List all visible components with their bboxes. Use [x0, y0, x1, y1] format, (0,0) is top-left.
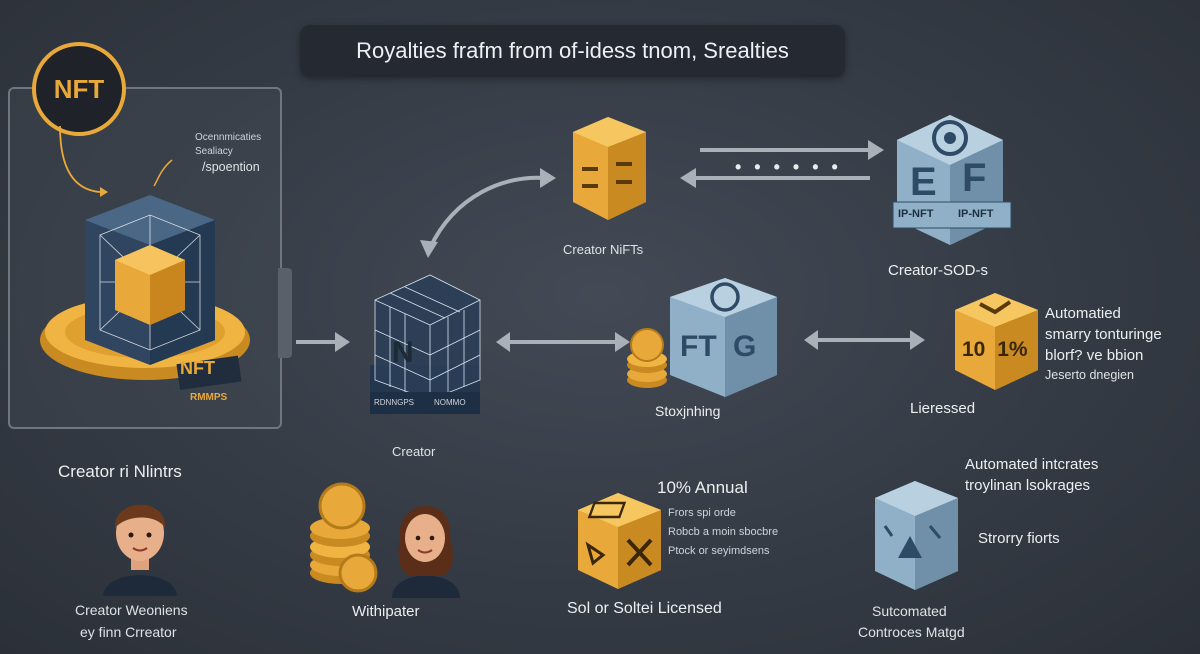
automated-caption-2: Controces Matgd: [858, 624, 965, 640]
base-label-text: RMMPS: [190, 392, 228, 403]
ip-nft-letter-1: E: [910, 160, 937, 204]
annual-caption: Sol or Soltei Licensed: [567, 600, 722, 617]
automated-heading-2: troylinan lsokrages: [965, 477, 1091, 494]
creator-nfts-caption: Creator NiFTs: [563, 242, 644, 257]
licensed-side-1: Automatied: [1045, 305, 1121, 322]
nft-badge-text: NFT: [53, 73, 105, 104]
creator-nfts-cube: [573, 117, 646, 220]
ip-nft-plate-left: IP-NFT: [898, 208, 934, 220]
center-cube-label-left: RDNNGPS: [374, 398, 415, 407]
title-banner: Royalties frafm from of-idess tnom, Srea…: [300, 25, 845, 77]
panel-note-3: /spoention: [202, 160, 260, 174]
center-cube-caption: Creator: [392, 444, 436, 459]
coins-person-caption: Withipater: [352, 603, 420, 620]
licensed-side-2: smarry tonturinge: [1045, 326, 1162, 343]
ip-nft-cube: [892, 115, 1012, 245]
annual-line-1: Frors spi orde: [668, 507, 736, 519]
licensed-caption: Lieressed: [910, 400, 976, 417]
creator-person-heading: Creator ri Nlintrs: [58, 462, 182, 481]
ip-nft-plate-right: IP-NFT: [958, 208, 994, 220]
automated-caption-1: Sutcomated: [872, 603, 947, 619]
automated-cube: [875, 481, 958, 590]
panel-tab: [278, 268, 292, 358]
licensed-side-4: Jeserto dnegien: [1045, 368, 1134, 382]
creator-avatar: [103, 504, 177, 596]
automated-side: Strorry fiorts: [978, 530, 1060, 547]
annual-line-3: Ptock or seyimdsens: [668, 545, 770, 557]
licensed-cube: [955, 293, 1038, 390]
nft-badge: NFT: [32, 42, 126, 136]
annual-line-2: Robcb a moin sbocbre: [668, 526, 779, 538]
center-cube: [370, 274, 481, 414]
nft-cube-illustration: [40, 195, 250, 391]
creator-person-caption-1: Creator Weoniens: [75, 602, 188, 618]
base-plate-text: NFT: [180, 358, 215, 378]
page-title: Royalties frafm from of-idess tnom, Srea…: [356, 38, 789, 63]
dotted-indicator: • • • • • •: [735, 157, 842, 177]
panel-note-1: Ocennmicaties: [195, 132, 262, 143]
annual-heading: 10% Annual: [657, 478, 748, 497]
center-cube-label-right: NOMMO: [434, 398, 466, 407]
licensed-face: 10 1%: [962, 338, 1028, 361]
center-cube-face: N: [392, 336, 414, 369]
badge-connector: [59, 125, 173, 197]
ip-nft-letter-2: F: [962, 156, 987, 200]
licensed-side-3: blorf? ve bbion: [1045, 347, 1144, 364]
panel-note-2: Sealiacy: [195, 146, 233, 157]
staking-face: FT G: [680, 330, 757, 363]
coins-stack: [310, 482, 460, 598]
automated-heading-1: Automated intcrates: [965, 456, 1099, 473]
creator-person-caption-2: ey finn Crreator: [80, 624, 177, 640]
staking-caption: Stoxjnhing: [655, 403, 721, 419]
staking-cube: [627, 278, 777, 397]
ip-nft-caption: Creator-SOD-s: [888, 262, 989, 279]
annual-cube: [578, 493, 661, 589]
